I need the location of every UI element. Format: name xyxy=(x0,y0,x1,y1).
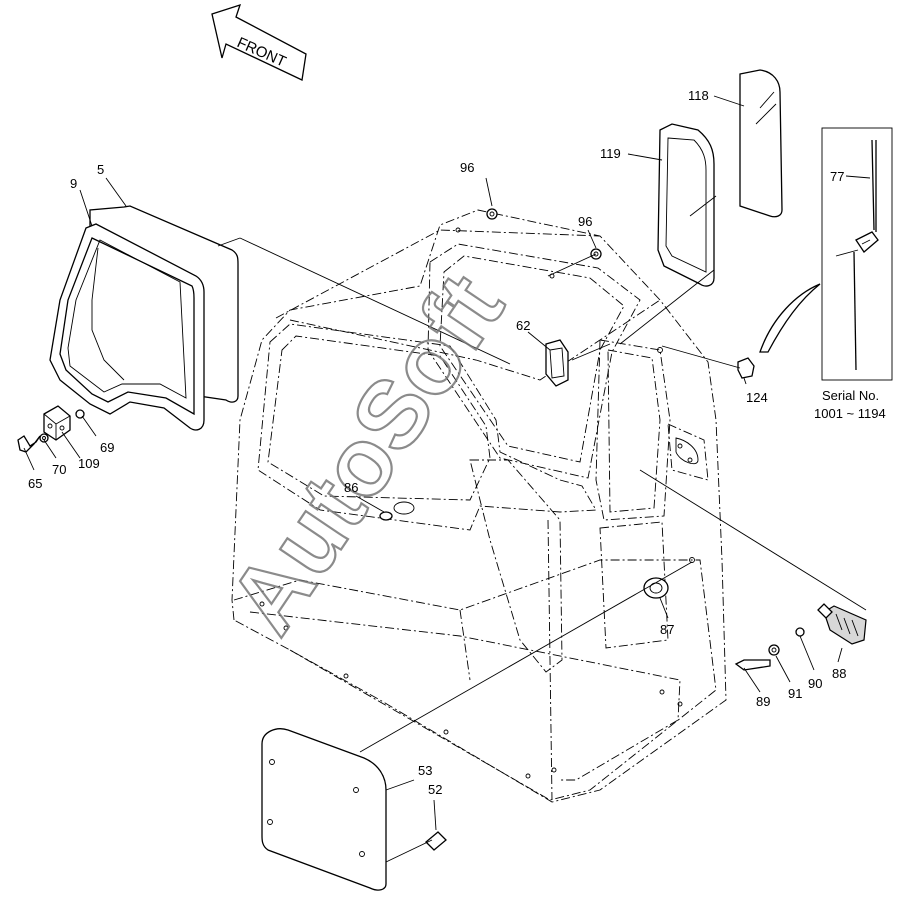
bolt-52 xyxy=(425,831,447,851)
callout-86: 86 xyxy=(344,480,358,495)
callout-124: 124 xyxy=(746,390,768,405)
door-handle-assembly xyxy=(734,603,867,671)
seal-87 xyxy=(643,577,669,599)
callout-53: 53 xyxy=(418,763,432,778)
cap-124 xyxy=(737,357,755,379)
callout-119: 119 xyxy=(600,146,621,161)
rear-window-frame xyxy=(657,123,715,287)
rear-window-glass xyxy=(739,69,783,218)
latch-assembly xyxy=(17,405,85,453)
serial-number-line2: 1001 ~ 1194 xyxy=(814,406,886,421)
cab-frame xyxy=(231,209,727,803)
callout-89: 89 xyxy=(756,694,770,709)
callout-5: 5 xyxy=(97,162,104,177)
callout-91: 91 xyxy=(788,686,802,701)
rear-cover-plate xyxy=(261,728,387,891)
callout-52: 52 xyxy=(428,782,442,797)
callout-65: 65 xyxy=(28,476,42,491)
antenna-assembly xyxy=(821,127,893,381)
antenna-detail-pointer xyxy=(759,283,821,353)
callout-69: 69 xyxy=(100,440,114,455)
mirror-part xyxy=(545,339,569,387)
callout-90: 90 xyxy=(808,676,822,691)
callout-labels: 118 119 77 96 96 5 9 62 124 69 109 70 65… xyxy=(28,88,886,797)
callout-77: 77 xyxy=(830,169,844,184)
leader-lines xyxy=(23,95,871,863)
callout-96-right: 96 xyxy=(578,214,592,229)
front-direction-arrow: FRONT xyxy=(211,3,307,81)
callout-87: 87 xyxy=(660,622,674,637)
callout-9: 9 xyxy=(70,176,77,191)
serial-number-line1: Serial No. xyxy=(822,388,879,403)
callout-62: 62 xyxy=(516,318,530,333)
callout-88: 88 xyxy=(832,666,846,681)
callout-118: 118 xyxy=(688,88,709,103)
grommet-96a xyxy=(486,208,498,220)
callout-70: 70 xyxy=(52,462,66,477)
window-seal-frame xyxy=(49,223,205,431)
callout-109: 109 xyxy=(78,456,100,471)
grommet-86 xyxy=(379,501,415,521)
callout-96-top: 96 xyxy=(460,160,474,175)
